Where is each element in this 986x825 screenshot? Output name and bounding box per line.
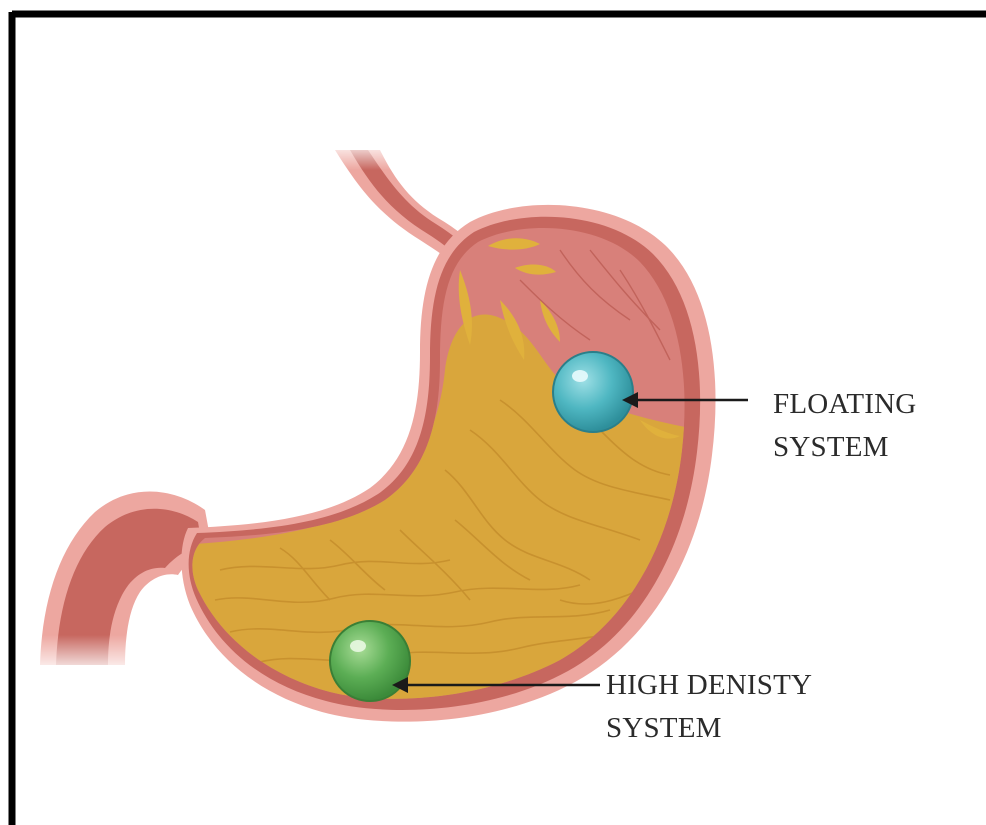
- floating-system-label: FLOATING SYSTEM: [773, 383, 916, 469]
- high-density-system-bead: [330, 621, 410, 701]
- high-density-label-line2: SYSTEM: [606, 707, 812, 750]
- floating-label-line2: SYSTEM: [773, 426, 916, 469]
- floating-label-line1: FLOATING: [773, 383, 916, 426]
- floating-system-bead: [553, 352, 633, 432]
- high-density-system-label: HIGH DENISTY SYSTEM: [606, 664, 812, 750]
- high-density-label-line1: HIGH DENISTY: [606, 664, 812, 707]
